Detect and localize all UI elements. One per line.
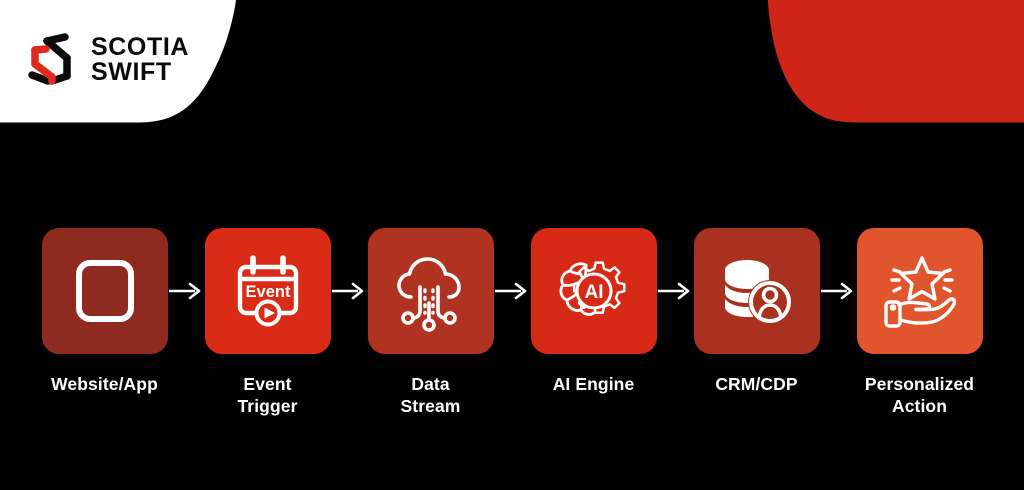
step-label-event-trigger: Event Trigger [237, 374, 298, 417]
flow-arrow-5 [820, 228, 857, 354]
flow-arrow-3 [494, 228, 531, 354]
pipeline-step-crm-cdp[interactable]: CRM/CDP [693, 228, 820, 395]
hand-star-icon [877, 248, 963, 334]
brain-gear-ai-icon: AI [550, 247, 638, 335]
pipeline-flow: Website/App [0, 228, 1024, 418]
step-label-ai-engine: AI Engine [552, 374, 635, 394]
flow-arrow-2 [331, 228, 368, 354]
database-user-icon [715, 249, 799, 333]
brand-logo-line-2: SWIFT [91, 58, 172, 86]
browser-window-icon [68, 254, 142, 328]
pipeline-step-data-stream[interactable]: Data Stream [367, 228, 494, 418]
scotia-swift-s-monogram [22, 31, 80, 89]
step-label-website-app: Website/App [51, 374, 158, 394]
pipeline-step-ai-engine[interactable]: AI AI Engine [530, 228, 657, 395]
flow-arrow-4 [657, 228, 694, 354]
brand-logo-line-1: SCOTIA [91, 32, 190, 61]
tile-ai-engine[interactable]: AI [530, 228, 657, 354]
step-label-data-stream: Data Stream [400, 374, 461, 417]
tile-crm-cdp[interactable] [693, 228, 820, 354]
pipeline-step-event-trigger[interactable]: Event Event Trigger [204, 228, 331, 418]
pipeline-step-website-app[interactable]: Website/App [41, 228, 168, 395]
tile-website-app[interactable] [41, 228, 168, 354]
step-label-crm-cdp: CRM/CDP [715, 374, 798, 394]
brand-logo: SCOTIA SWIFT [22, 24, 237, 96]
calendar-event-word: Event [245, 283, 290, 301]
step-label-personalized-action: Personalized Action [864, 374, 975, 417]
brand-logo-text: SCOTIA SWIFT [91, 32, 190, 86]
tile-data-stream[interactable] [367, 228, 494, 354]
flow-arrow-1 [168, 228, 205, 354]
header-red-shape [768, 0, 1024, 123]
tile-event-trigger[interactable]: Event [204, 228, 331, 354]
pipeline-step-personalized-action[interactable]: Personalized Action [856, 228, 983, 418]
calendar-event-play-icon: Event [226, 249, 310, 333]
tile-personalized-action[interactable] [856, 228, 983, 354]
cloud-data-stream-icon [387, 247, 475, 335]
ai-engine-word: AI [584, 282, 603, 303]
